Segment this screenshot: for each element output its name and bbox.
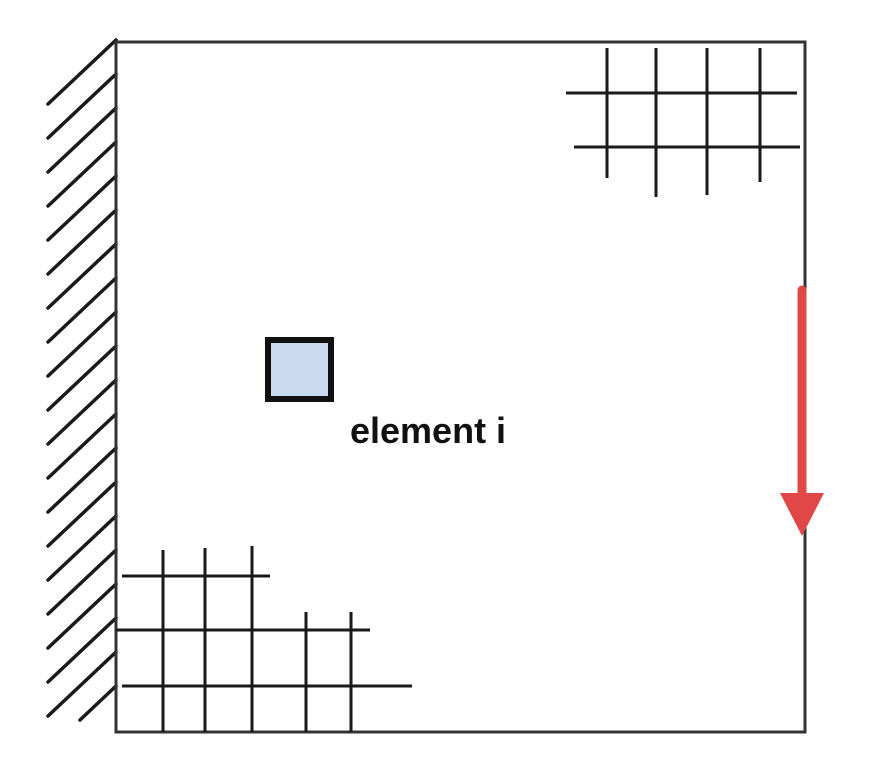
- load-arrow-icon: [780, 285, 824, 536]
- fixed-support-hatching: [46, 38, 118, 722]
- mesh-grid-bottom-left: [116, 546, 412, 732]
- mesh-grid-top-right: [566, 48, 800, 197]
- element-i-marker: [265, 337, 334, 402]
- element-i-label: element i: [350, 410, 506, 451]
